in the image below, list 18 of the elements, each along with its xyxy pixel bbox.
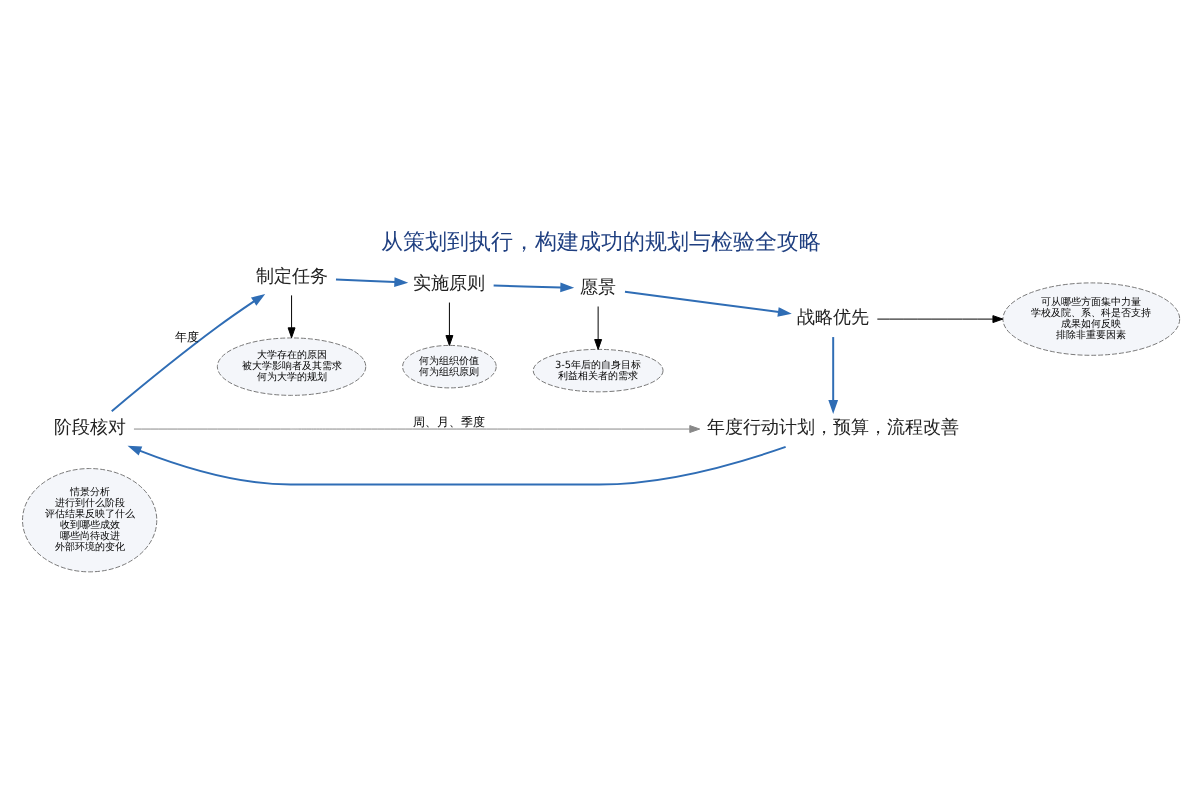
arrow <box>594 306 603 350</box>
node-text: 战略优先 <box>797 309 870 330</box>
arrow <box>876 315 1004 324</box>
arrow <box>127 445 787 486</box>
arrow <box>828 336 839 414</box>
node-text: 实施原则 <box>413 274 486 295</box>
node-text: 阶段核对 <box>53 419 126 440</box>
node-text: 年度行动计划，预算，流程改善 <box>707 419 960 440</box>
node-text: 制定任务 <box>255 267 328 288</box>
arrow <box>287 294 296 339</box>
arrow <box>335 277 409 287</box>
node-text: 愿景 <box>580 278 617 299</box>
arrow <box>623 290 792 317</box>
diagram-title: 从策划到执行，构建成功的规划与检验全攻略 <box>381 229 821 256</box>
arrow <box>110 293 266 413</box>
arrow <box>133 425 701 434</box>
arrow <box>492 282 575 293</box>
arrow <box>445 302 454 346</box>
